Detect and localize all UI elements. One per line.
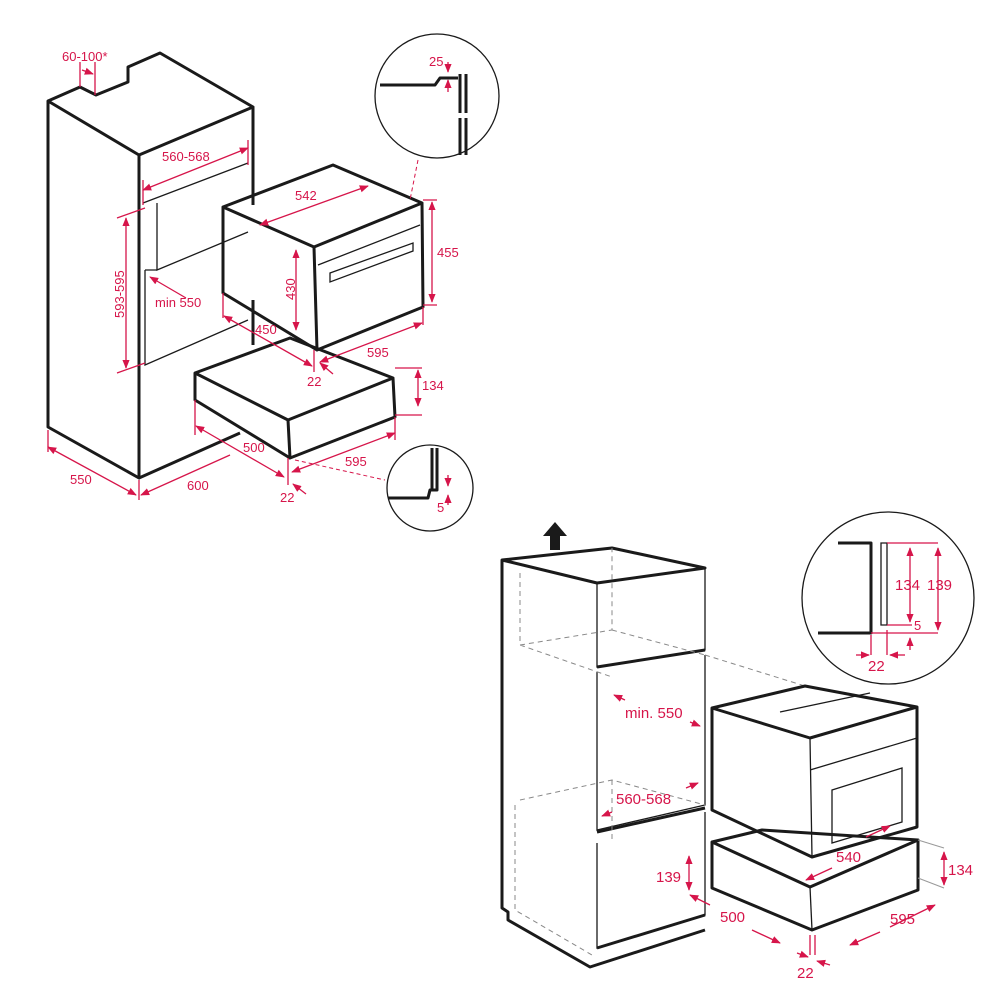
label-drawer-front-thickness: 22 [280, 490, 294, 505]
label-cabinet-width: 600 [187, 478, 209, 493]
label-cabinet-depth: 550 [70, 472, 92, 487]
bottom-detail-circle: 134 139 5 22 [801, 511, 975, 685]
label-oven-body-height: 430 [283, 278, 298, 300]
label-drawer-width-back: 540 [836, 849, 861, 866]
label-niche-height: 593-595 [112, 270, 127, 318]
label-oven-height: 455 [437, 245, 459, 260]
label-drawer-niche-height: 139 [656, 869, 681, 886]
label-oven-width-back: 542 [295, 188, 317, 203]
label-niche-depth-bottom: min. 550 [625, 705, 683, 722]
label-oven-front-width: 595 [367, 345, 389, 360]
label-detail-134: 134 [895, 577, 920, 594]
label-niche-depth: min 550 [155, 295, 201, 310]
bottom-dimensions: min. 550 560-568 139 540 134 500 595 22 [601, 694, 973, 982]
label-ventilation-gap: 60-100* [62, 49, 108, 64]
bottom-oven [710, 684, 919, 859]
label-drawer-height: 134 [422, 378, 444, 393]
label-detail-22: 22 [868, 658, 885, 675]
label-drawer-front-thickness-bottom: 22 [797, 965, 814, 982]
label-detail-5-bottom: 5 [914, 618, 921, 633]
top-dimensions: 60-100* 560-568 542 455 430 593-595 min … [47, 49, 459, 505]
label-oven-depth: 450 [255, 322, 277, 337]
label-drawer-width-bottom: 595 [890, 911, 915, 928]
label-detail-25: 25 [429, 54, 443, 69]
up-arrow-icon [543, 522, 567, 550]
bottom-cabinet [500, 546, 806, 969]
label-drawer-width: 595 [345, 454, 367, 469]
label-drawer-depth: 500 [243, 440, 265, 455]
label-oven-front-thickness: 22 [307, 374, 321, 389]
top-detail-circle-lower: 5 [294, 444, 474, 532]
label-niche-width: 560-568 [162, 149, 210, 164]
label-drawer-height-bottom: 134 [948, 862, 973, 879]
label-niche-width-bottom: 560-568 [616, 791, 671, 808]
top-detail-circle-upper: 25 [374, 33, 500, 201]
label-drawer-depth-bottom: 500 [720, 909, 745, 926]
label-detail-139: 139 [927, 577, 952, 594]
label-detail-5: 5 [437, 500, 444, 515]
